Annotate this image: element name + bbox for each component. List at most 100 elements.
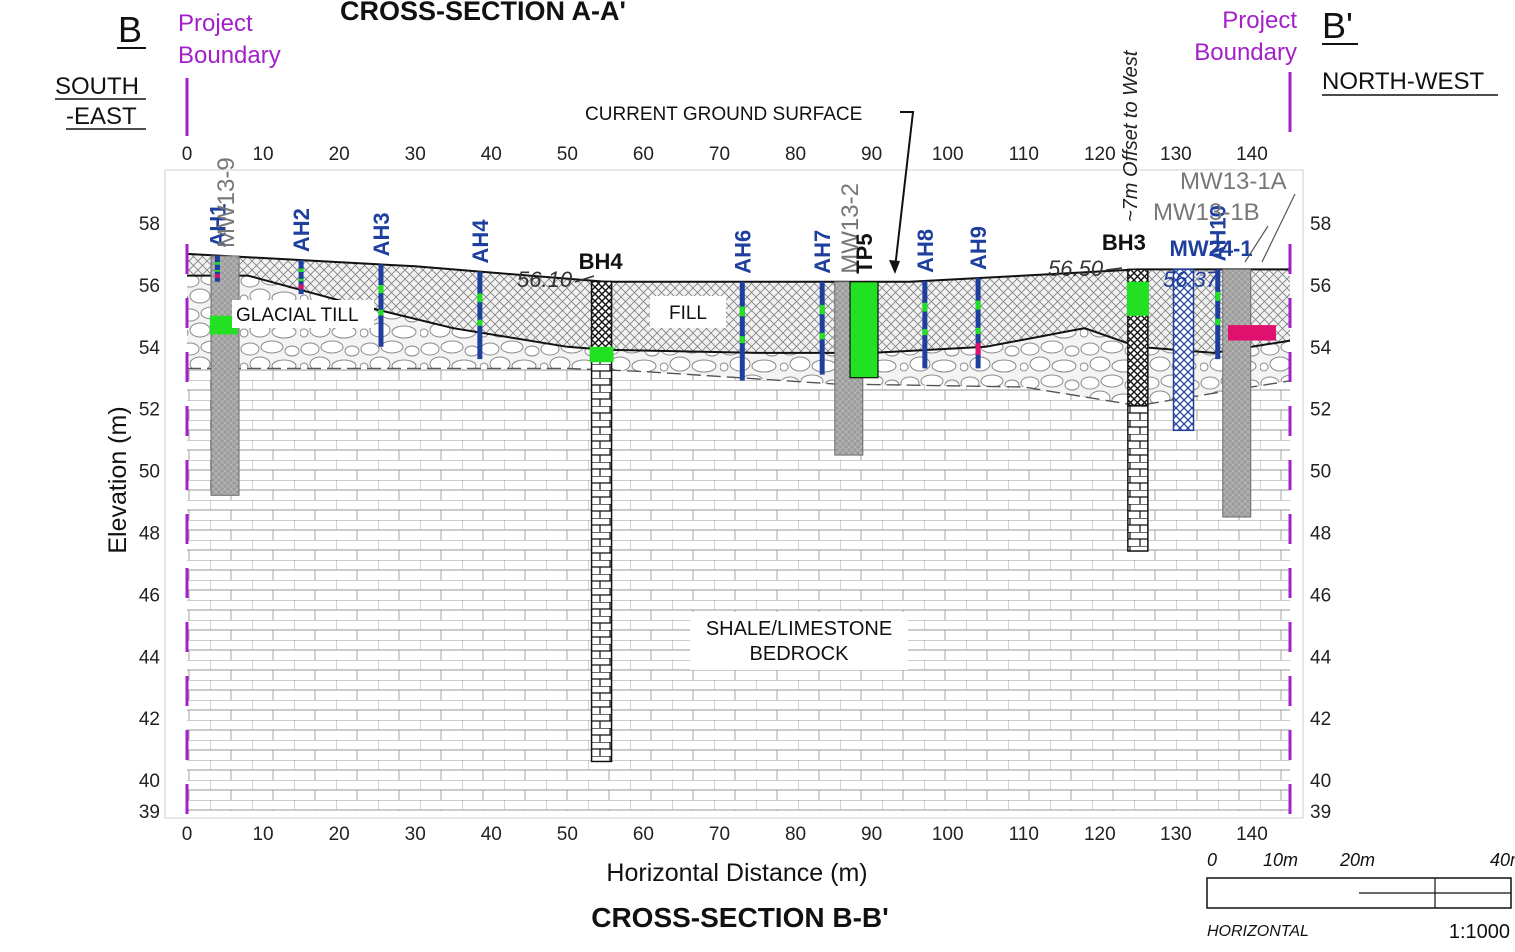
title-top: CROSS-SECTION A-A' bbox=[340, 0, 626, 26]
well-casing-mw13-1b bbox=[1222, 268, 1252, 518]
y-tick-right-42: 42 bbox=[1310, 709, 1331, 730]
unit-label-bedrock-1: SHALE/LIMESTONE bbox=[706, 618, 892, 640]
bh3-sample bbox=[1126, 281, 1149, 316]
geology-layers bbox=[186, 252, 1291, 811]
x-tick-bottom-30: 30 bbox=[405, 824, 426, 845]
ground-surface-leader bbox=[894, 111, 915, 269]
sample-ah1-block bbox=[209, 315, 238, 335]
bh4-rock-core bbox=[590, 349, 613, 763]
direction-right: NORTH-WEST bbox=[1322, 68, 1485, 95]
y-tick-left-54: 54 bbox=[139, 338, 161, 359]
section-letter-left: B bbox=[118, 9, 142, 50]
x-tick-bottom-60: 60 bbox=[633, 824, 654, 845]
sample-mw13-1 bbox=[1227, 325, 1276, 341]
y-tick-left-44: 44 bbox=[139, 647, 161, 668]
till-label-bg bbox=[232, 300, 374, 328]
y-tick-left-58: 58 bbox=[139, 214, 160, 235]
unit-label-bedrock-2: BEDROCK bbox=[750, 643, 850, 665]
label-ah2: AH2 bbox=[289, 208, 314, 252]
x-tick-bottom-0: 0 bbox=[182, 824, 193, 845]
x-tick-top-120: 120 bbox=[1084, 144, 1116, 165]
title-bottom: CROSS-SECTION B-B' bbox=[591, 902, 889, 933]
x-tick-top-60: 60 bbox=[633, 144, 654, 165]
scale-mark-20: 20m bbox=[1339, 850, 1375, 870]
bedrock-layer bbox=[187, 368, 1290, 811]
x-tick-top-30: 30 bbox=[405, 144, 426, 165]
direction-left-2: -EAST bbox=[66, 103, 137, 130]
axes: 0010102020303040405050606070708080909010… bbox=[139, 144, 1332, 845]
label-ah10: AH10 bbox=[1206, 205, 1231, 261]
y-tick-right-50: 50 bbox=[1310, 462, 1331, 483]
y-tick-left-48: 48 bbox=[139, 523, 160, 544]
bedrock-surface-line bbox=[187, 367, 1291, 407]
bh4-overburden bbox=[590, 280, 613, 351]
y-tick-right-46: 46 bbox=[1310, 585, 1331, 606]
label-mw24-1: MW24-1 bbox=[1170, 236, 1253, 261]
boundary-label-right-1: Project bbox=[1222, 7, 1297, 34]
x-tick-top-70: 70 bbox=[709, 144, 730, 165]
well-casing-mw13-9 bbox=[210, 255, 240, 496]
scale-bar-label: HORIZONTAL bbox=[1207, 923, 1309, 940]
y-tick-right-56: 56 bbox=[1310, 276, 1331, 297]
x-axis-title: Horizontal Distance (m) bbox=[606, 859, 867, 887]
label-bh3: BH3 bbox=[1102, 230, 1146, 255]
section-letter-right: B' bbox=[1322, 5, 1353, 46]
scale-mark-0: 0 bbox=[1207, 850, 1217, 870]
y-tick-left-39: 39 bbox=[139, 802, 160, 823]
x-tick-bottom-120: 120 bbox=[1084, 824, 1116, 845]
bh4-sample bbox=[589, 346, 614, 363]
x-tick-bottom-80: 80 bbox=[785, 824, 806, 845]
well-mw24-1 bbox=[1172, 268, 1195, 432]
label-ah6: AH6 bbox=[730, 230, 755, 274]
x-tick-top-10: 10 bbox=[252, 144, 273, 165]
x-tick-top-80: 80 bbox=[785, 144, 806, 165]
y-axis-title: Elevation (m) bbox=[104, 406, 132, 553]
x-tick-bottom-50: 50 bbox=[557, 824, 578, 845]
label-mw13-1a: MW13-1A bbox=[1180, 168, 1287, 195]
scale-mark-10: 10m bbox=[1263, 850, 1298, 870]
y-tick-right-52: 52 bbox=[1310, 400, 1331, 421]
x-tick-bottom-20: 20 bbox=[329, 824, 350, 845]
scale-ratio: 1:1000 bbox=[1449, 921, 1510, 943]
elevation-5610-leader bbox=[574, 275, 595, 283]
x-tick-top-90: 90 bbox=[861, 144, 882, 165]
x-tick-bottom-70: 70 bbox=[709, 824, 730, 845]
label-ah9: AH9 bbox=[966, 226, 991, 270]
fill-layer bbox=[187, 253, 1290, 353]
y-tick-left-52: 52 bbox=[139, 400, 160, 421]
scale-mark-40: 40m bbox=[1490, 850, 1515, 870]
elevation-5650-leader bbox=[1105, 267, 1123, 271]
direction-left-1: SOUTH bbox=[55, 73, 139, 100]
label-ah8: AH8 bbox=[913, 229, 938, 273]
y-tick-right-39: 39 bbox=[1310, 802, 1331, 823]
x-tick-bottom-10: 10 bbox=[252, 824, 273, 845]
x-tick-top-140: 140 bbox=[1236, 144, 1268, 165]
label-ah3: AH3 bbox=[369, 212, 394, 256]
x-tick-bottom-140: 140 bbox=[1236, 824, 1268, 845]
label-tp5: TP5 bbox=[852, 233, 877, 273]
y-tick-right-58: 58 bbox=[1310, 214, 1331, 235]
label-ah4: AH4 bbox=[468, 219, 493, 264]
fill-label-bg bbox=[650, 296, 726, 328]
offset-note: ~7m Offset to West bbox=[1120, 49, 1142, 222]
x-tick-bottom-110: 110 bbox=[1009, 824, 1039, 845]
x-tick-top-110: 110 bbox=[1009, 144, 1039, 165]
x-tick-top-100: 100 bbox=[932, 144, 964, 165]
y-tick-right-40: 40 bbox=[1310, 771, 1331, 792]
x-tick-bottom-130: 130 bbox=[1160, 824, 1192, 845]
unit-label-glacial-till: GLACIAL TILL bbox=[236, 305, 359, 326]
label-mw13-9: MW13-9 bbox=[213, 157, 240, 248]
label-ah1: AH1 bbox=[205, 204, 230, 248]
ground-surface-label: CURRENT GROUND SURFACE bbox=[585, 104, 862, 125]
x-tick-bottom-40: 40 bbox=[481, 824, 502, 845]
x-tick-top-40: 40 bbox=[481, 144, 502, 165]
y-tick-left-56: 56 bbox=[139, 276, 160, 297]
x-tick-top-0: 0 bbox=[182, 144, 193, 165]
x-tick-top-20: 20 bbox=[329, 144, 350, 165]
label-mw13-1b: MW13-1B bbox=[1153, 199, 1260, 226]
tp5-test-pit bbox=[849, 281, 879, 379]
bh3-rock-core bbox=[1127, 404, 1149, 552]
